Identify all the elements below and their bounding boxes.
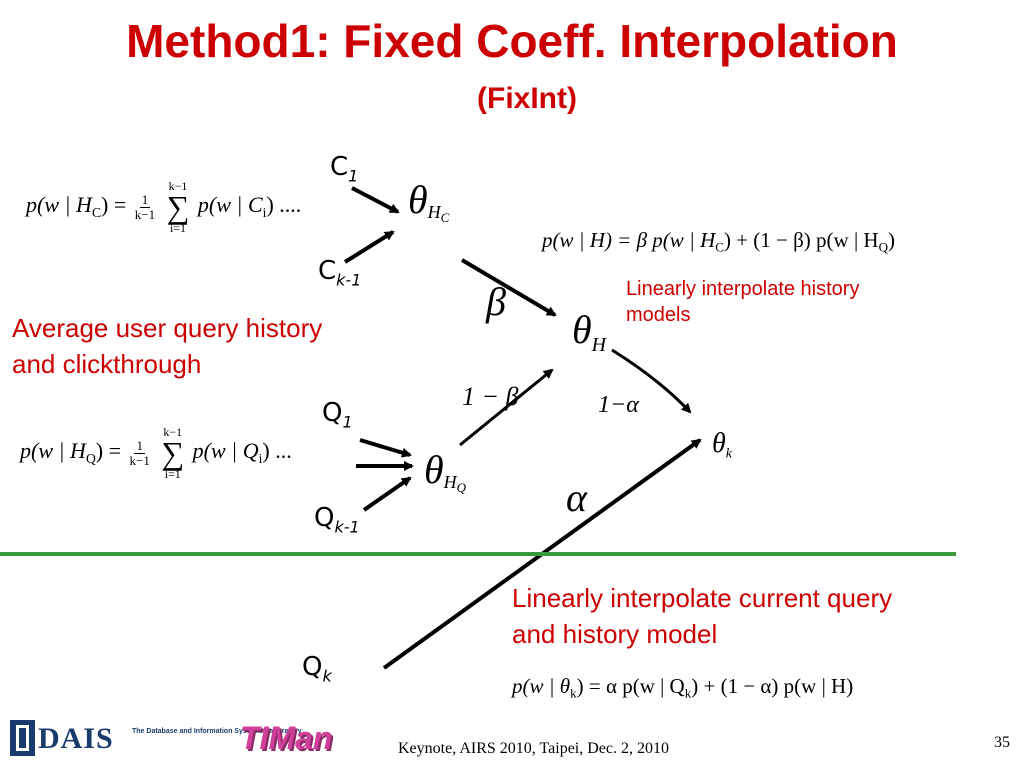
label-qk: Qk [302, 652, 332, 686]
label-ck-1: Ck-1 [318, 256, 362, 290]
slide-subtitle: (FixInt) [477, 82, 577, 115]
arrow-qk1-to-thetahq [362, 476, 412, 512]
weight-alpha: α [566, 475, 587, 520]
formula-current-interpolation: p(w | θk) = α p(w | Qk) + (1 − α) p(w | … [512, 674, 854, 701]
arrow-thetahc-to-thetah [460, 258, 557, 317]
arrow-q1-to-thetahq [359, 438, 412, 458]
node-theta-k: θk [712, 428, 732, 462]
annotation-average-history: Average user query history and clickthro… [12, 313, 323, 379]
label-c1: C1 [330, 152, 359, 186]
footer-text: Keynote, AIRS 2010, Taipei, Dec. 2, 2010 [398, 740, 669, 757]
dais-logo-mark [10, 720, 35, 756]
dais-logo: DAIS [38, 722, 114, 755]
arrow-thetahq-to-thetah [459, 368, 554, 447]
arrow-c1-to-thetahc [351, 186, 400, 214]
timan-logo: TIMan [240, 720, 333, 756]
page-number: 35 [994, 734, 1010, 751]
node-theta-h: θH [572, 307, 607, 356]
weight-one-minus-beta: 1 − β [462, 382, 519, 411]
annotation-interpolate-history: Linearly interpolate history models [626, 278, 860, 326]
arrow-ck-to-thetahc [343, 230, 395, 264]
node-theta-hq: θHQ [424, 447, 467, 496]
arrow-thetah-to-thetak [611, 348, 692, 414]
dais-logo-caption: The Database and Information Systems Lab… [132, 728, 302, 735]
annotation-interpolate-current: Linearly interpolate current query and h… [512, 583, 893, 649]
weight-beta: β [486, 279, 506, 324]
weight-one-minus-alpha: 1−α [598, 392, 639, 418]
label-qk-1: Qk-1 [314, 503, 360, 537]
label-q1: Q1 [322, 398, 353, 432]
slide-title: Method1: Fixed Coeff. Interpolation [126, 15, 898, 67]
node-theta-hc: θHC [408, 177, 450, 226]
formula-history-interpolation: p(w | H) = β p(w | HC) + (1 − β) p(w | H… [542, 228, 895, 255]
